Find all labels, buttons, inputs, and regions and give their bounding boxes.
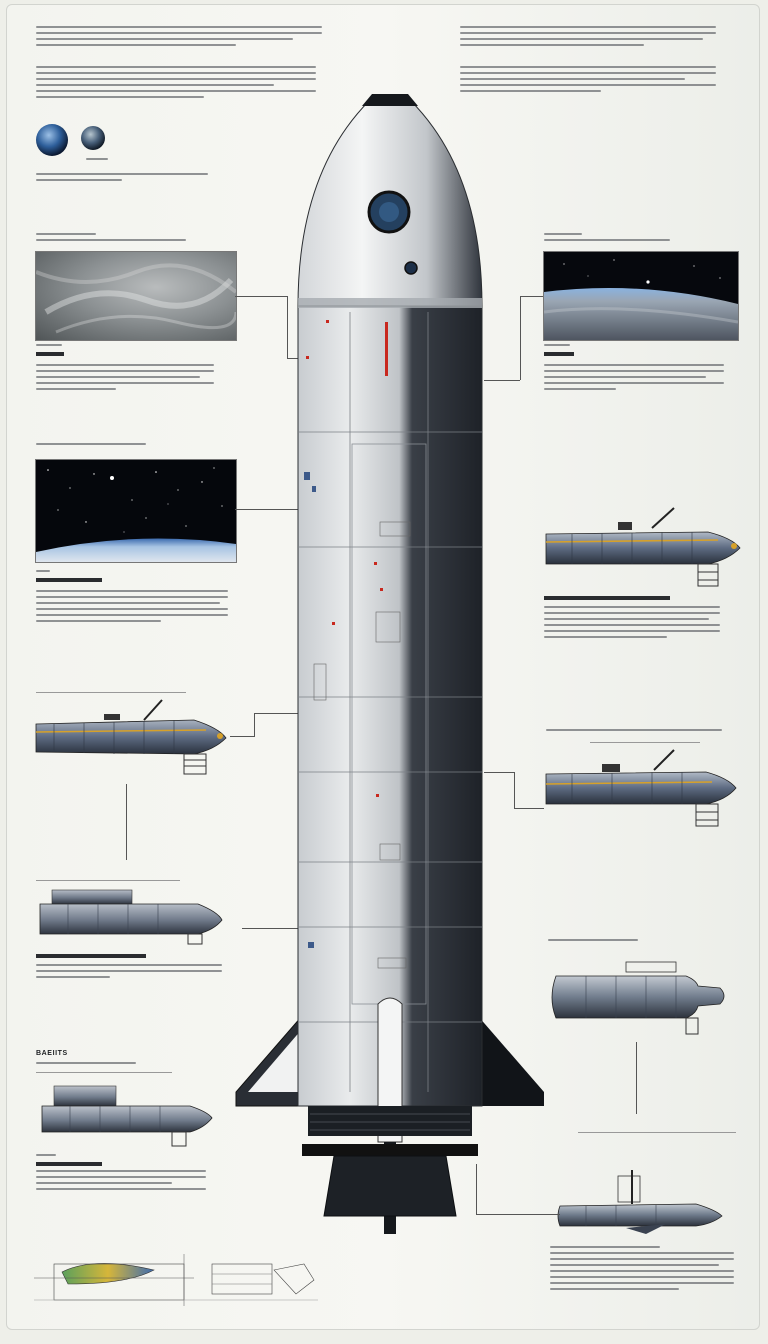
starfield-text	[36, 590, 228, 626]
overview-right-text-top	[460, 26, 716, 50]
overview-text-bottom	[36, 66, 316, 102]
cloud-texture	[36, 263, 236, 334]
module-d-illustration	[557, 1170, 723, 1234]
module-d-text	[550, 1246, 734, 1294]
rocket-illustration	[235, 94, 544, 1234]
module-3-illustration	[41, 1085, 213, 1147]
module-3-text	[36, 1170, 206, 1194]
earth-photo-text	[36, 364, 214, 394]
earth-horizon-photo	[543, 251, 739, 341]
module-a-text	[544, 606, 720, 642]
earth-surface-photo	[35, 251, 237, 341]
planet-icons	[36, 124, 105, 156]
engine-nozzle	[323, 1155, 457, 1217]
engine-mount	[302, 1144, 478, 1156]
module-a-illustration	[545, 507, 741, 587]
rocket-body	[297, 305, 483, 1107]
horizon-image	[544, 259, 738, 340]
module-3-heading: BAEIITS	[36, 1050, 68, 1057]
overview-right-text-bottom	[460, 66, 716, 96]
module-c-illustration	[551, 961, 725, 1035]
horizon-text	[544, 364, 724, 394]
overview-text-top	[36, 26, 322, 50]
starfield-photo	[35, 459, 237, 563]
engine-section	[308, 1106, 472, 1136]
module-2-illustration	[39, 889, 223, 945]
right-fin	[478, 1016, 544, 1106]
nose-tip	[362, 94, 418, 106]
module-b-illustration	[545, 749, 737, 827]
planet-caption-lines	[36, 173, 208, 185]
schematic-diagram	[34, 1254, 318, 1306]
module-2-text	[36, 964, 222, 982]
module-1-illustration	[35, 699, 227, 775]
moon-icon	[81, 126, 105, 150]
earth-icon	[36, 124, 68, 156]
red-stripe	[385, 322, 388, 376]
starfield-image	[36, 467, 236, 562]
